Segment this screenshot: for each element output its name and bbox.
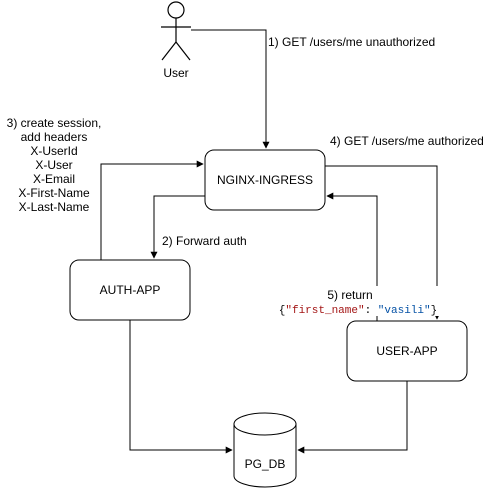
actor-head bbox=[167, 1, 185, 19]
step5-label-bg bbox=[270, 286, 446, 316]
user-actor bbox=[161, 1, 191, 61]
step3-line-1: 3) create session, bbox=[7, 116, 102, 130]
edge-auth-to-nginx bbox=[100, 160, 204, 260]
auth-app-label: AUTH-APP bbox=[100, 283, 161, 297]
step3-line-5: X-Email bbox=[33, 172, 75, 186]
pg-db-node bbox=[233, 412, 297, 488]
edge-user-app-to-nginx bbox=[326, 192, 378, 321]
user-app-label: USER-APP bbox=[376, 344, 437, 358]
edge-nginx-to-user-app bbox=[325, 165, 441, 320]
actor-label: User bbox=[163, 66, 188, 80]
edge-label-step2: 2) Forward auth bbox=[162, 234, 247, 248]
edge-user-to-nginx bbox=[191, 29, 270, 149]
edge-nginx-to-auth bbox=[150, 195, 205, 259]
json-key: "first_name" bbox=[285, 305, 364, 317]
edge-label-step5-json: {"first_name": "vasili"} bbox=[279, 305, 437, 317]
step3-line-4: X-User bbox=[35, 158, 72, 172]
actor-right-leg bbox=[175, 41, 191, 61]
edge-label-step3: 3) create session, add headers X-UserId … bbox=[7, 116, 102, 214]
edge-auth-to-db bbox=[129, 320, 233, 454]
json-open-brace: { bbox=[279, 305, 286, 317]
step3-line-6: X-First-Name bbox=[18, 186, 90, 200]
edge-user-app-to-db bbox=[297, 381, 408, 454]
step3-line-7: X-Last-Name bbox=[19, 200, 90, 214]
json-colon: : bbox=[365, 305, 378, 317]
pg-db-label: PG_DB bbox=[245, 457, 286, 471]
nginx-ingress-label: NGINX-INGRESS bbox=[217, 173, 313, 187]
edge-label-step5: 5) return bbox=[327, 288, 372, 302]
edge-label-step1: 1) GET /users/me unauthorized bbox=[268, 35, 435, 49]
step3-line-2: add headers bbox=[21, 130, 88, 144]
json-close-brace: } bbox=[431, 305, 438, 317]
actor-left-leg bbox=[161, 41, 177, 61]
edge-label-step4: 4) GET /users/me authorized bbox=[330, 134, 484, 148]
step3-line-3: X-UserId bbox=[30, 144, 77, 158]
json-value: "vasili" bbox=[378, 305, 431, 317]
nginx-ingress-node bbox=[204, 149, 326, 211]
